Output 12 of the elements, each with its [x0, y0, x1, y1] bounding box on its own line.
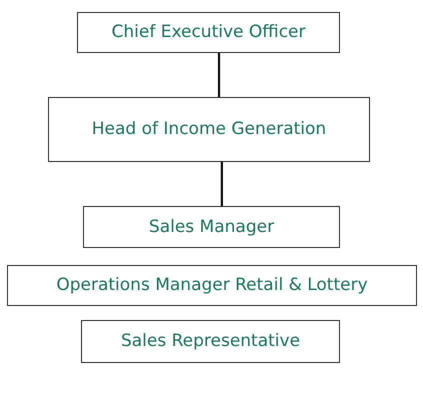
role-box	[81, 320, 340, 363]
role-title: Operations Manager Retail & Lottery	[56, 275, 368, 296]
role-title: Sales Representative	[120, 331, 300, 352]
role-box	[77, 12, 340, 53]
role-box	[7, 265, 417, 306]
role-box	[48, 97, 370, 162]
connector-line	[220, 162, 223, 206]
role-title: Chief Executive Officer	[112, 22, 306, 43]
role-title: Head of Income Generation	[92, 119, 326, 140]
role-box	[83, 206, 340, 248]
role-title: Sales Manager	[148, 216, 274, 238]
connector-line	[218, 53, 220, 97]
